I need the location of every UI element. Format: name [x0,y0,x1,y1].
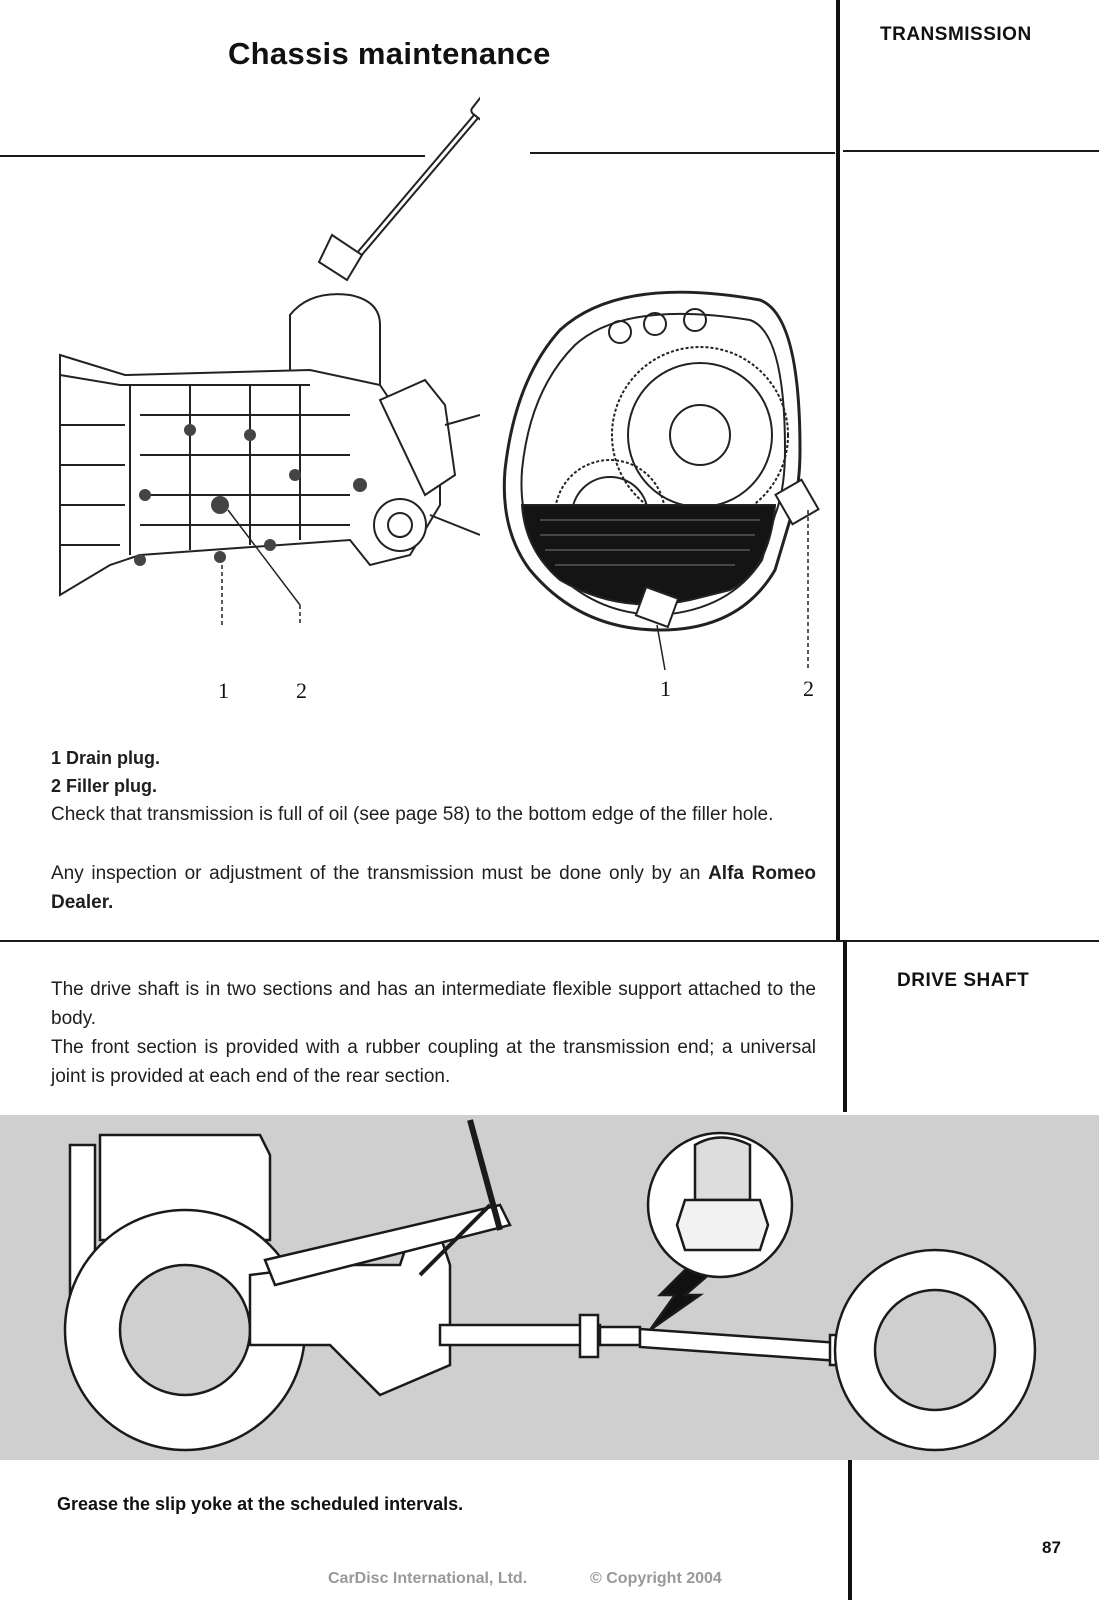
vertical-divider-bottom [848,1460,852,1600]
drive-shaft-paragraph-1: The drive shaft is in two sections and h… [51,979,816,1029]
transmission-cross-section-illustration [502,290,820,671]
callout-left-1: 1 [218,678,229,703]
callout-right-2: 2 [803,676,814,701]
section-heading-drive-shaft: DRIVE SHAFT [897,970,1030,991]
drive-shaft-illustration [63,1119,1037,1452]
legend-item-1: 1 Drain plug. [51,744,160,773]
header-rule-right [843,150,1099,152]
page-number: 87 [1042,1538,1061,1557]
drive-shaft-paragraph-2: The front section is provided with a rub… [51,1037,816,1087]
section-divider [0,940,1099,942]
page-title: Chassis maintenance [228,36,551,71]
legend-number: 2 [51,776,62,796]
transmission-inspection-text: Any inspection or adjustment of the tran… [51,859,816,917]
legend-text: Filler plug. [66,776,158,796]
header-rule-middle [530,152,835,154]
callout-right-1: 1 [660,676,671,701]
drive-shaft-caption: Grease the slip yoke at the scheduled in… [57,1494,464,1514]
header-rule-left [0,155,425,157]
transmission-side-illustration [59,89,480,625]
callout-left-2: 2 [296,678,307,703]
vertical-divider-top [836,0,840,940]
dealer-name: Alfa Romeo Dealer. [51,863,816,913]
section-heading-transmission: TRANSMISSION [880,24,1032,45]
footer-copyright: © Copyright 2004 [590,1570,722,1587]
footer-company: CarDisc International, Ltd. [328,1570,528,1587]
legend-item-2: 2 Filler plug. [51,772,157,801]
legend-text: Drain plug. [66,748,161,768]
legend-number: 1 [51,748,62,768]
vertical-divider-middle [843,940,847,1112]
inspection-prefix: Any inspection or adjustment of the tran… [51,863,701,884]
transmission-check-text: Check that transmission is full of oil (… [51,804,774,825]
